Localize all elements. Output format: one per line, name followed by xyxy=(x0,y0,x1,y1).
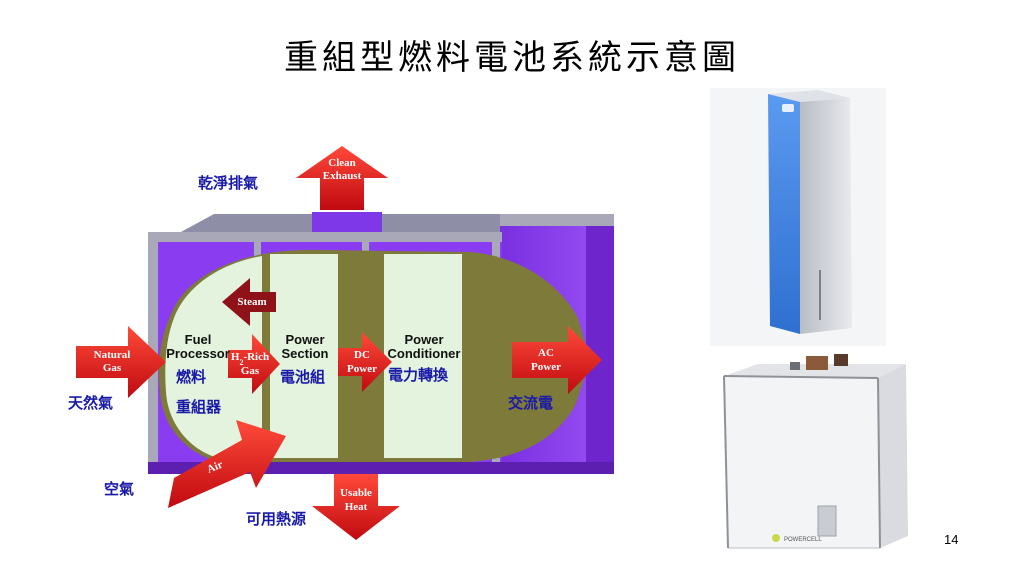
fuel-processor-zh-1: 燃料 xyxy=(176,368,206,386)
clean-exhaust-zh: 乾淨排氣 xyxy=(198,174,258,192)
usable-heat-label-2: Heat xyxy=(345,501,368,513)
power-section-label-1: Power xyxy=(285,332,324,347)
dc-power-label-1: DC xyxy=(354,349,370,361)
box-unit-connector-3 xyxy=(790,362,800,370)
powercell-brand-text: POWERCELL xyxy=(784,537,822,543)
power-conditioner-zh: 電力轉換 xyxy=(388,366,449,384)
box-unit-front xyxy=(723,375,881,549)
air-arrow: Air xyxy=(168,420,286,508)
dc-power-arrow: DC Power xyxy=(338,332,392,392)
air-label: Air xyxy=(205,459,224,476)
steam-arrow: Steam xyxy=(222,278,276,326)
steam-label: Steam xyxy=(237,296,266,308)
fuel-processor-zh-2: 重組器 xyxy=(176,398,222,416)
usable-heat-arrow: Usable Heat xyxy=(312,474,400,540)
power-section-zh: 電池組 xyxy=(280,368,325,386)
cabinet-frame-top xyxy=(148,232,502,242)
box-unit-top xyxy=(724,364,906,378)
photo-tall-unit xyxy=(710,88,886,346)
clean-exhaust-arrow: Clean Exhaust xyxy=(296,146,388,210)
tall-unit-logo-icon xyxy=(782,104,794,112)
page-number: 14 xyxy=(944,532,959,547)
box-unit-connector-2 xyxy=(834,354,848,366)
box-unit-side xyxy=(878,364,908,548)
h2-rich-gas-arrow: H2-Rich Gas xyxy=(228,334,280,394)
clean-exhaust-label-1: Clean xyxy=(328,157,356,169)
power-conditioner-label-1: Power xyxy=(404,332,443,347)
tall-unit-front xyxy=(768,94,800,334)
h2-rich-gas-label-2: Gas xyxy=(241,365,260,377)
ac-power-arrow: AC Power xyxy=(512,326,602,394)
box-unit-connector-1 xyxy=(806,356,828,370)
natural-gas-label-2: Gas xyxy=(103,362,122,374)
exhaust-vent xyxy=(312,212,382,232)
clean-exhaust-label-2: Exhaust xyxy=(323,170,362,182)
box-unit-edge-1 xyxy=(723,375,729,549)
power-section-label-2: Section xyxy=(282,346,329,361)
power-conditioner-chamber xyxy=(384,254,462,458)
ac-power-label-2: Power xyxy=(531,361,561,373)
slide-title: 重組型燃料電池系統示意圖 xyxy=(284,38,740,78)
power-conditioner-label-2: Conditioner xyxy=(388,346,461,361)
usable-heat-label-1: Usable xyxy=(340,487,372,499)
fuel-processor-label-2: Processor xyxy=(166,346,230,361)
dc-power-label-2: Power xyxy=(347,363,377,375)
photo-box-unit: POWERCELL xyxy=(712,350,910,550)
h2-rich-gas-label-1: H2-Rich xyxy=(231,351,269,367)
ac-power-zh: 交流電 xyxy=(508,394,553,412)
fuel-processor-label-1: Fuel xyxy=(185,332,212,347)
box-unit-edge-2 xyxy=(877,377,881,549)
ac-power-label-1: AC xyxy=(538,347,554,359)
power-section-chamber xyxy=(270,254,338,458)
cabinet-frame-top-right xyxy=(500,214,614,226)
natural-gas-arrow: Natural Gas xyxy=(76,326,166,398)
usable-heat-zh: 可用熱源 xyxy=(246,510,306,528)
box-unit-edge-3 xyxy=(723,375,879,379)
tall-unit-side xyxy=(800,98,852,334)
powercell-logo-icon xyxy=(772,534,780,542)
tall-unit-top xyxy=(768,90,850,102)
natural-gas-zh: 天然氣 xyxy=(68,394,113,412)
cabinet-right-side-shade xyxy=(586,214,614,470)
natural-gas-label-1: Natural xyxy=(94,349,131,361)
air-zh: 空氣 xyxy=(104,480,134,498)
box-unit-vent xyxy=(817,505,837,537)
